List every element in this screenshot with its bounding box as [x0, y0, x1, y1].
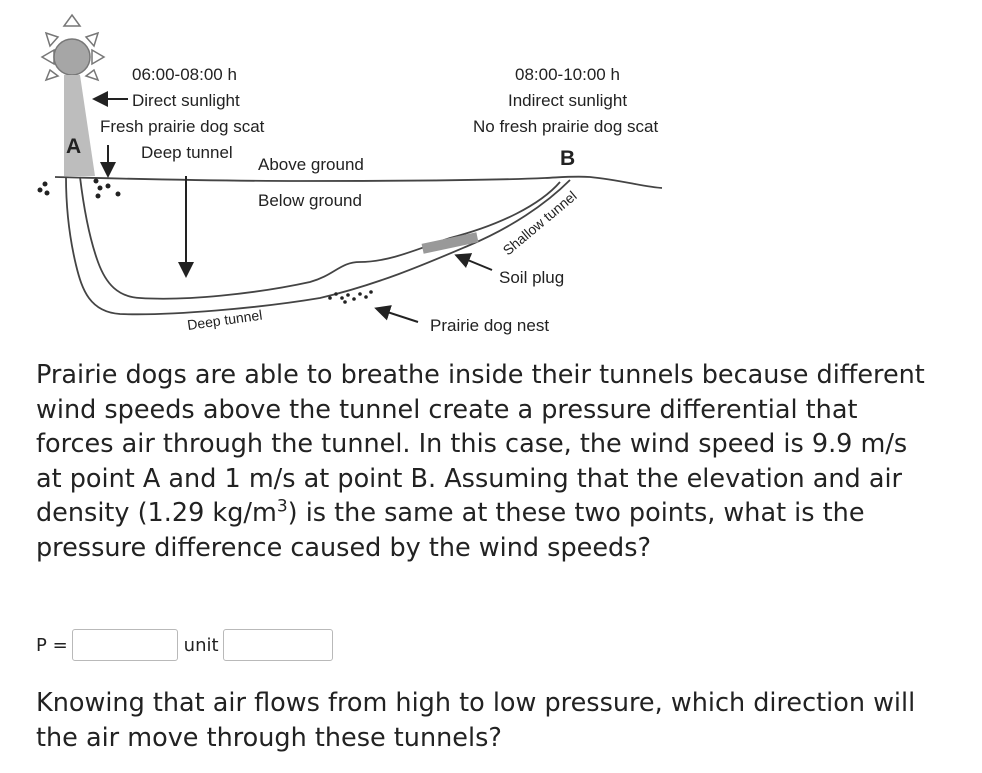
- left-time-label: 06:00-08:00 h: [132, 65, 237, 84]
- followup-question: Knowing that air flows from high to low …: [36, 688, 916, 753]
- fresh-scat-label: Fresh prairie dog scat: [100, 117, 265, 136]
- right-time-label: 08:00-10:00 h: [515, 65, 620, 84]
- question-part1: Prairie dogs are able to breathe inside …: [36, 360, 925, 528]
- above-ground-label: Above ground: [258, 155, 364, 174]
- point-b-label: B: [560, 147, 575, 170]
- ground-line: [54, 175, 663, 189]
- scat-dots: [37, 178, 121, 199]
- question-part2: ) is the same at these two points, what …: [36, 498, 865, 563]
- pressure-input[interactable]: [71, 629, 178, 661]
- soil-plug-icon: [421, 232, 479, 254]
- question-superscript: 3: [276, 496, 288, 517]
- nest-dots: [328, 290, 373, 304]
- soil-plug-arrow: [454, 253, 493, 271]
- prairie-dog-nest-label: Prairie dog nest: [430, 316, 549, 335]
- tunnel-diagram: 06:00-08:00 h Direct sunlight Fresh prai…: [37, 13, 663, 335]
- answer-row: P = unit: [36, 626, 339, 664]
- unit-label: unit: [183, 634, 219, 656]
- sun-icon: [40, 13, 106, 82]
- p-label: P =: [36, 634, 68, 656]
- shallow-tunnel-label: Shallow tunnel: [500, 188, 580, 259]
- tunnel-inner: [79, 176, 561, 300]
- soil-plug-label: Soil plug: [499, 268, 564, 287]
- direct-sunlight-label: Direct sunlight: [132, 91, 240, 110]
- no-scat-label: No fresh prairie dog scat: [473, 117, 658, 136]
- unit-input[interactable]: [222, 629, 333, 661]
- point-a-label: A: [66, 135, 81, 158]
- question-text: Prairie dogs are able to breathe inside …: [36, 358, 936, 565]
- below-ground-label: Below ground: [258, 191, 362, 210]
- indirect-sunlight-label: Indirect sunlight: [508, 91, 627, 110]
- nest-arrow: [374, 305, 419, 323]
- sunlight-beam: [64, 75, 95, 176]
- deep-tunnel-top-label: Deep tunnel: [141, 143, 233, 162]
